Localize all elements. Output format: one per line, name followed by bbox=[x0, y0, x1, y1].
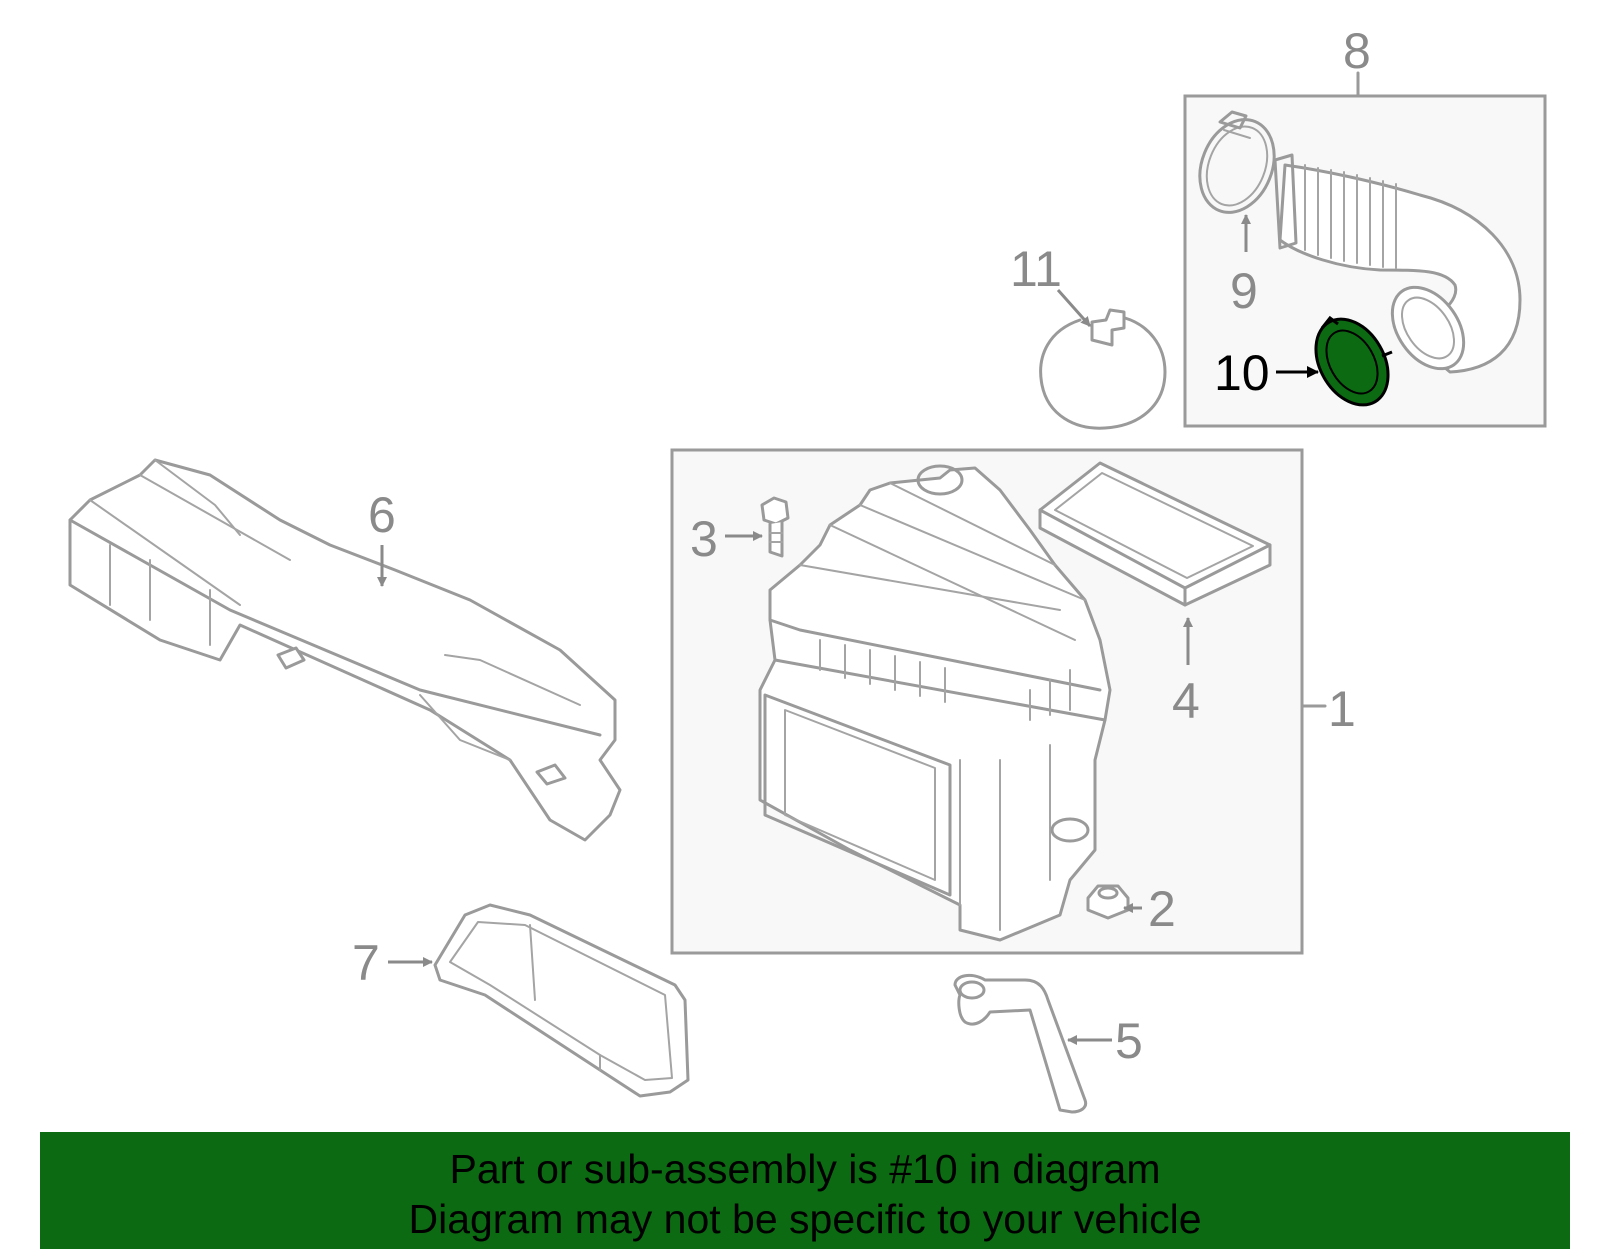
callout-label-7: 7 bbox=[352, 935, 380, 991]
callout-label-10: 10 bbox=[1214, 345, 1270, 401]
callout-label-9: 9 bbox=[1230, 263, 1258, 319]
callout-label-3: 3 bbox=[690, 511, 718, 567]
part-5-breather-hose[interactable] bbox=[953, 973, 1088, 1114]
part-6-intake-duct[interactable] bbox=[68, 458, 622, 842]
callout-label-1: 1 bbox=[1328, 681, 1356, 737]
part-2-grommet[interactable] bbox=[1086, 884, 1130, 920]
banner-line-part-number: Part or sub-assembly is #10 in diagram bbox=[449, 1146, 1161, 1192]
part-11-clip[interactable] bbox=[1039, 308, 1167, 430]
part-4-air-filter[interactable] bbox=[1038, 461, 1272, 607]
callout-label-2: 2 bbox=[1148, 881, 1176, 937]
part-7-air-scoop[interactable] bbox=[433, 903, 690, 1098]
banner-line-disclaimer: Diagram may not be specific to your vehi… bbox=[408, 1196, 1202, 1242]
intake-hose bbox=[1273, 153, 1522, 374]
part-10-seal-ring[interactable] bbox=[1301, 306, 1402, 418]
part-3-bolt[interactable] bbox=[760, 496, 790, 558]
housing-ribs bbox=[819, 639, 1071, 721]
air-cleaner-housing bbox=[758, 464, 1112, 942]
callout-label-5: 5 bbox=[1115, 1013, 1143, 1069]
callout-label-11: 11 bbox=[1010, 241, 1062, 297]
part-9-hose-clamp[interactable] bbox=[1187, 108, 1288, 223]
info-banner: Part or sub-assembly is #10 in diagram D… bbox=[40, 1132, 1570, 1249]
callout-label-6: 6 bbox=[368, 487, 396, 543]
callout-label-4: 4 bbox=[1172, 673, 1200, 729]
callout-label-8: 8 bbox=[1343, 23, 1371, 79]
